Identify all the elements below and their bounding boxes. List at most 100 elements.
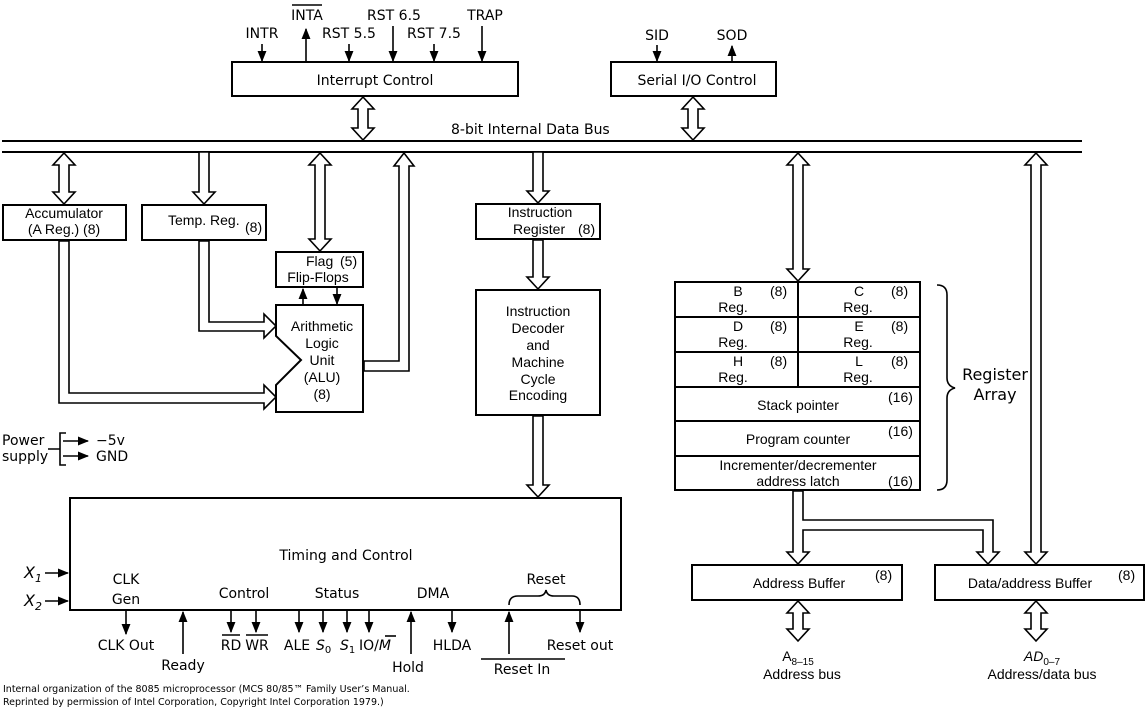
decoder-box bbox=[475, 289, 601, 416]
address-buffer-box bbox=[691, 564, 903, 601]
b-reg-sub: Reg. bbox=[718, 299, 748, 315]
inta-label: INTA bbox=[291, 8, 323, 24]
stack-pointer-label: Stack pointer bbox=[757, 397, 839, 413]
ale-label: ALE bbox=[284, 638, 310, 654]
s0-label: S0 bbox=[316, 638, 331, 656]
register-array-label-2: Array bbox=[973, 385, 1016, 404]
caption-line-1: Internal organization of the 8085 microp… bbox=[3, 684, 410, 695]
register-array-label-1: Register bbox=[962, 365, 1028, 384]
l-reg-name: L bbox=[855, 353, 863, 369]
decoder-line-6: Encoding bbox=[509, 387, 567, 403]
reset-brace bbox=[508, 589, 581, 606]
temp-reg-label: Temp. Reg. bbox=[168, 212, 240, 228]
h-reg-sub: Reg. bbox=[718, 369, 748, 385]
flags-size: (5) bbox=[340, 253, 357, 269]
interrupt-control-block: Interrupt Control INTR INTA RST 5.5 RST … bbox=[231, 4, 519, 97]
data-bus-label: 8-bit Internal Data Bus bbox=[451, 122, 610, 138]
x2-label: X2 bbox=[23, 591, 42, 613]
temp-reg-bus-arrow bbox=[191, 151, 217, 206]
power-supply: Power supply −5v GND bbox=[2, 432, 128, 466]
address-data-bus-name: AD0–7 bbox=[1023, 648, 1061, 668]
accumulator-label: Accumulator bbox=[25, 205, 103, 221]
d-reg-sub: Reg. bbox=[718, 334, 748, 350]
decoder-line-2: Decoder bbox=[512, 320, 565, 336]
register-pair-hl: H (8) Reg. L (8) Reg. bbox=[718, 353, 908, 385]
reset-out-label: Reset out bbox=[547, 638, 614, 654]
s1-label: S1 bbox=[340, 638, 355, 656]
accumulator-size: (A Reg.) (8) bbox=[28, 221, 100, 237]
program-counter-size: (16) bbox=[888, 423, 913, 439]
caption-line-2: Reprinted by permission of Intel Corpora… bbox=[3, 697, 384, 708]
address-buffer-label: Address Buffer bbox=[753, 575, 846, 591]
flags-label-2: Flip-Flops bbox=[287, 269, 348, 285]
decoder-to-timing-arrow bbox=[525, 415, 551, 499]
serial-bus-arrow bbox=[680, 95, 706, 142]
address-data-bus-label: Address/data bus bbox=[988, 666, 1097, 682]
stack-pointer-size: (16) bbox=[888, 389, 913, 405]
incrementer-label-2: address latch bbox=[756, 473, 839, 489]
b-reg-size: (8) bbox=[770, 283, 787, 299]
register-pair-de: D (8) Reg. E (8) Reg. bbox=[718, 318, 908, 350]
rst75-label: RST 7.5 bbox=[407, 26, 461, 42]
register-array: B (8) Reg. C (8) Reg. D (8) Reg. E (8) R… bbox=[674, 281, 1028, 491]
accumulator-to-alu-arrow bbox=[58, 240, 278, 411]
sod-label: SOD bbox=[717, 28, 748, 44]
decoder-line-1: Instruction bbox=[506, 303, 571, 319]
hlda-label: HLDA bbox=[433, 638, 472, 654]
h-reg-size: (8) bbox=[770, 353, 787, 369]
instruction-register-bus-arrow bbox=[525, 151, 551, 205]
alu-line-1: Arithmetic bbox=[291, 318, 353, 334]
l-reg-size: (8) bbox=[891, 353, 908, 369]
program-counter-label: Program counter bbox=[746, 431, 851, 447]
address-bus-arrow bbox=[785, 599, 811, 643]
hold-label: Hold bbox=[392, 660, 424, 676]
io-m-label: IO/M bbox=[359, 638, 391, 654]
status-group-label: Status bbox=[315, 586, 360, 602]
instruction-decoder-block: Instruction Decoder and Machine Cycle En… bbox=[475, 289, 601, 416]
flags-label: Flag bbox=[306, 253, 333, 269]
accumulator-box bbox=[2, 204, 127, 241]
e-reg-size: (8) bbox=[891, 318, 908, 334]
ready-label: Ready bbox=[161, 658, 204, 674]
register-array-bus-arrow bbox=[785, 151, 811, 283]
decoder-line-3: and bbox=[526, 337, 549, 353]
timing-control-label: Timing and Control bbox=[278, 548, 412, 564]
data-address-buffer-block: Data/address Buffer (8) AD0–7 Address/da… bbox=[934, 564, 1145, 682]
register-array-brace bbox=[936, 284, 956, 491]
intr-label: INTR bbox=[246, 26, 279, 42]
data-address-buffer-box bbox=[934, 564, 1145, 601]
c-reg-size: (8) bbox=[891, 283, 908, 299]
wr-label: WR bbox=[245, 638, 269, 654]
control-group-label: Control bbox=[219, 586, 270, 602]
d-reg-name: D bbox=[733, 318, 743, 334]
serial-io-label: Serial I/O Control bbox=[638, 73, 757, 89]
ir-to-decoder-arrow bbox=[525, 239, 551, 291]
c-reg-sub: Reg. bbox=[843, 299, 873, 315]
incrementer-label-1: Incrementer/decrementer bbox=[719, 457, 877, 473]
decoder-line-4: Machine bbox=[512, 354, 565, 370]
instruction-register-size: (8) bbox=[578, 221, 595, 237]
clk-out-label: CLK Out bbox=[98, 638, 155, 654]
e-reg-sub: Reg. bbox=[843, 334, 873, 350]
alu-line-2: Logic bbox=[305, 335, 338, 351]
alu-block: Arithmetic Logic Unit (ALU) (8) bbox=[275, 304, 364, 413]
instruction-register-line-2: Register bbox=[513, 221, 565, 237]
power-bracket bbox=[48, 432, 66, 466]
alu-line-3: Unit bbox=[310, 352, 335, 368]
reset-group-label: Reset bbox=[526, 572, 566, 588]
data-address-buffer-size: (8) bbox=[1118, 567, 1135, 583]
b-reg-name: B bbox=[733, 283, 742, 299]
instruction-register-block: Instruction Register (8) bbox=[475, 203, 601, 240]
reset-in-label: Reset In bbox=[494, 662, 551, 678]
sid-label: SID bbox=[645, 28, 669, 44]
d-reg-size: (8) bbox=[770, 318, 787, 334]
address-buffer-block: Address Buffer (8) A8–15 Address bus bbox=[691, 564, 903, 682]
c-reg-name: C bbox=[854, 283, 864, 299]
interrupt-control-label: Interrupt Control bbox=[317, 73, 434, 89]
x1-label: X1 bbox=[23, 563, 42, 585]
interrupt-control-box bbox=[231, 61, 519, 97]
temp-reg-box bbox=[141, 204, 267, 241]
flag-flipflops-block: Flag (5) Flip-Flops bbox=[275, 251, 364, 288]
power-out-gnd: GND bbox=[96, 449, 128, 465]
